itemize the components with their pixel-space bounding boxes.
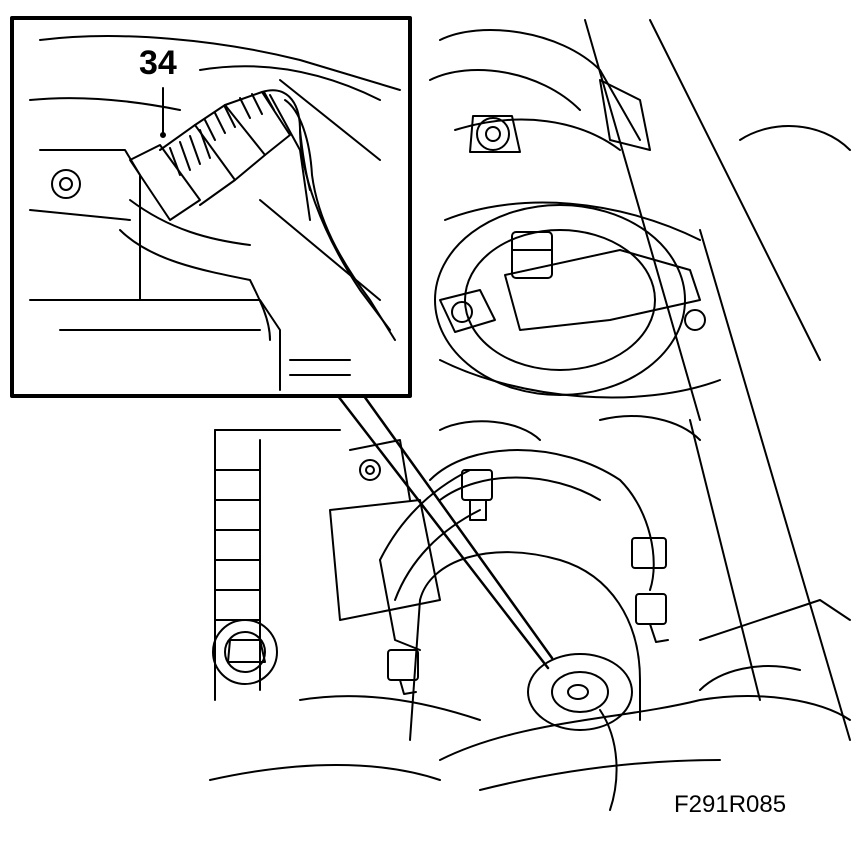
figure-code: F291R085 xyxy=(674,791,786,818)
inset-frame xyxy=(10,16,412,398)
inset-detail-view xyxy=(10,16,412,398)
inset-pointer xyxy=(336,394,554,670)
engine-bay-background xyxy=(209,19,851,811)
callout-number: 34 xyxy=(139,44,177,82)
oxygen-sensor xyxy=(129,89,396,341)
